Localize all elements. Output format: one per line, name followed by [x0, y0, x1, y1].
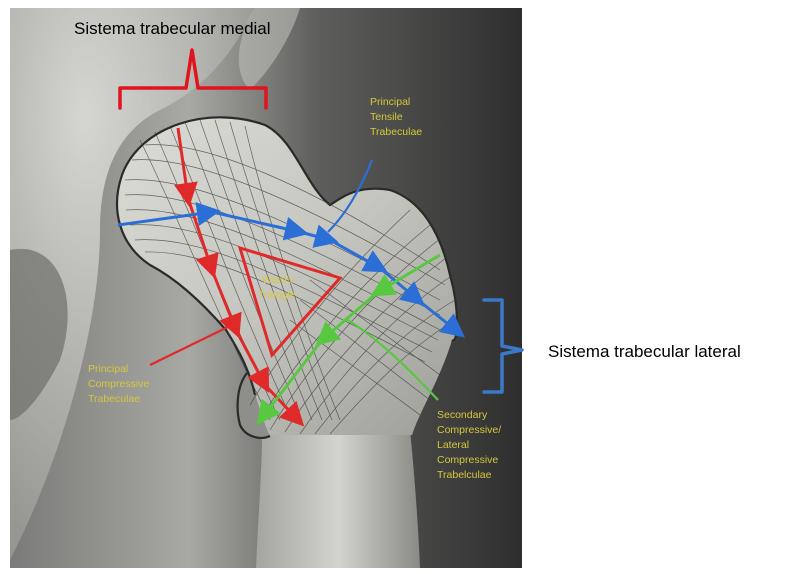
- svg-text:Ward's: Ward's: [262, 274, 294, 286]
- svg-text:Lateral: Lateral: [437, 439, 469, 451]
- heading-lateral-system: Sistema trabecular lateral: [548, 342, 741, 361]
- svg-text:Compressive: Compressive: [437, 454, 498, 466]
- svg-text:Trabeculae: Trabeculae: [88, 393, 140, 405]
- svg-text:Triangle: Triangle: [258, 289, 296, 301]
- svg-text:Principal: Principal: [370, 96, 410, 108]
- svg-text:Trabelculae: Trabelculae: [437, 469, 492, 481]
- svg-text:Secondary: Secondary: [437, 409, 488, 421]
- svg-text:Principal: Principal: [88, 363, 128, 375]
- svg-text:Tensile: Tensile: [370, 111, 403, 123]
- svg-text:Compressive/: Compressive/: [437, 424, 501, 436]
- svg-text:Trabeculae: Trabeculae: [370, 126, 422, 138]
- heading-medial-system: Sistema trabecular medial: [74, 19, 271, 38]
- svg-text:Compressive: Compressive: [88, 378, 149, 390]
